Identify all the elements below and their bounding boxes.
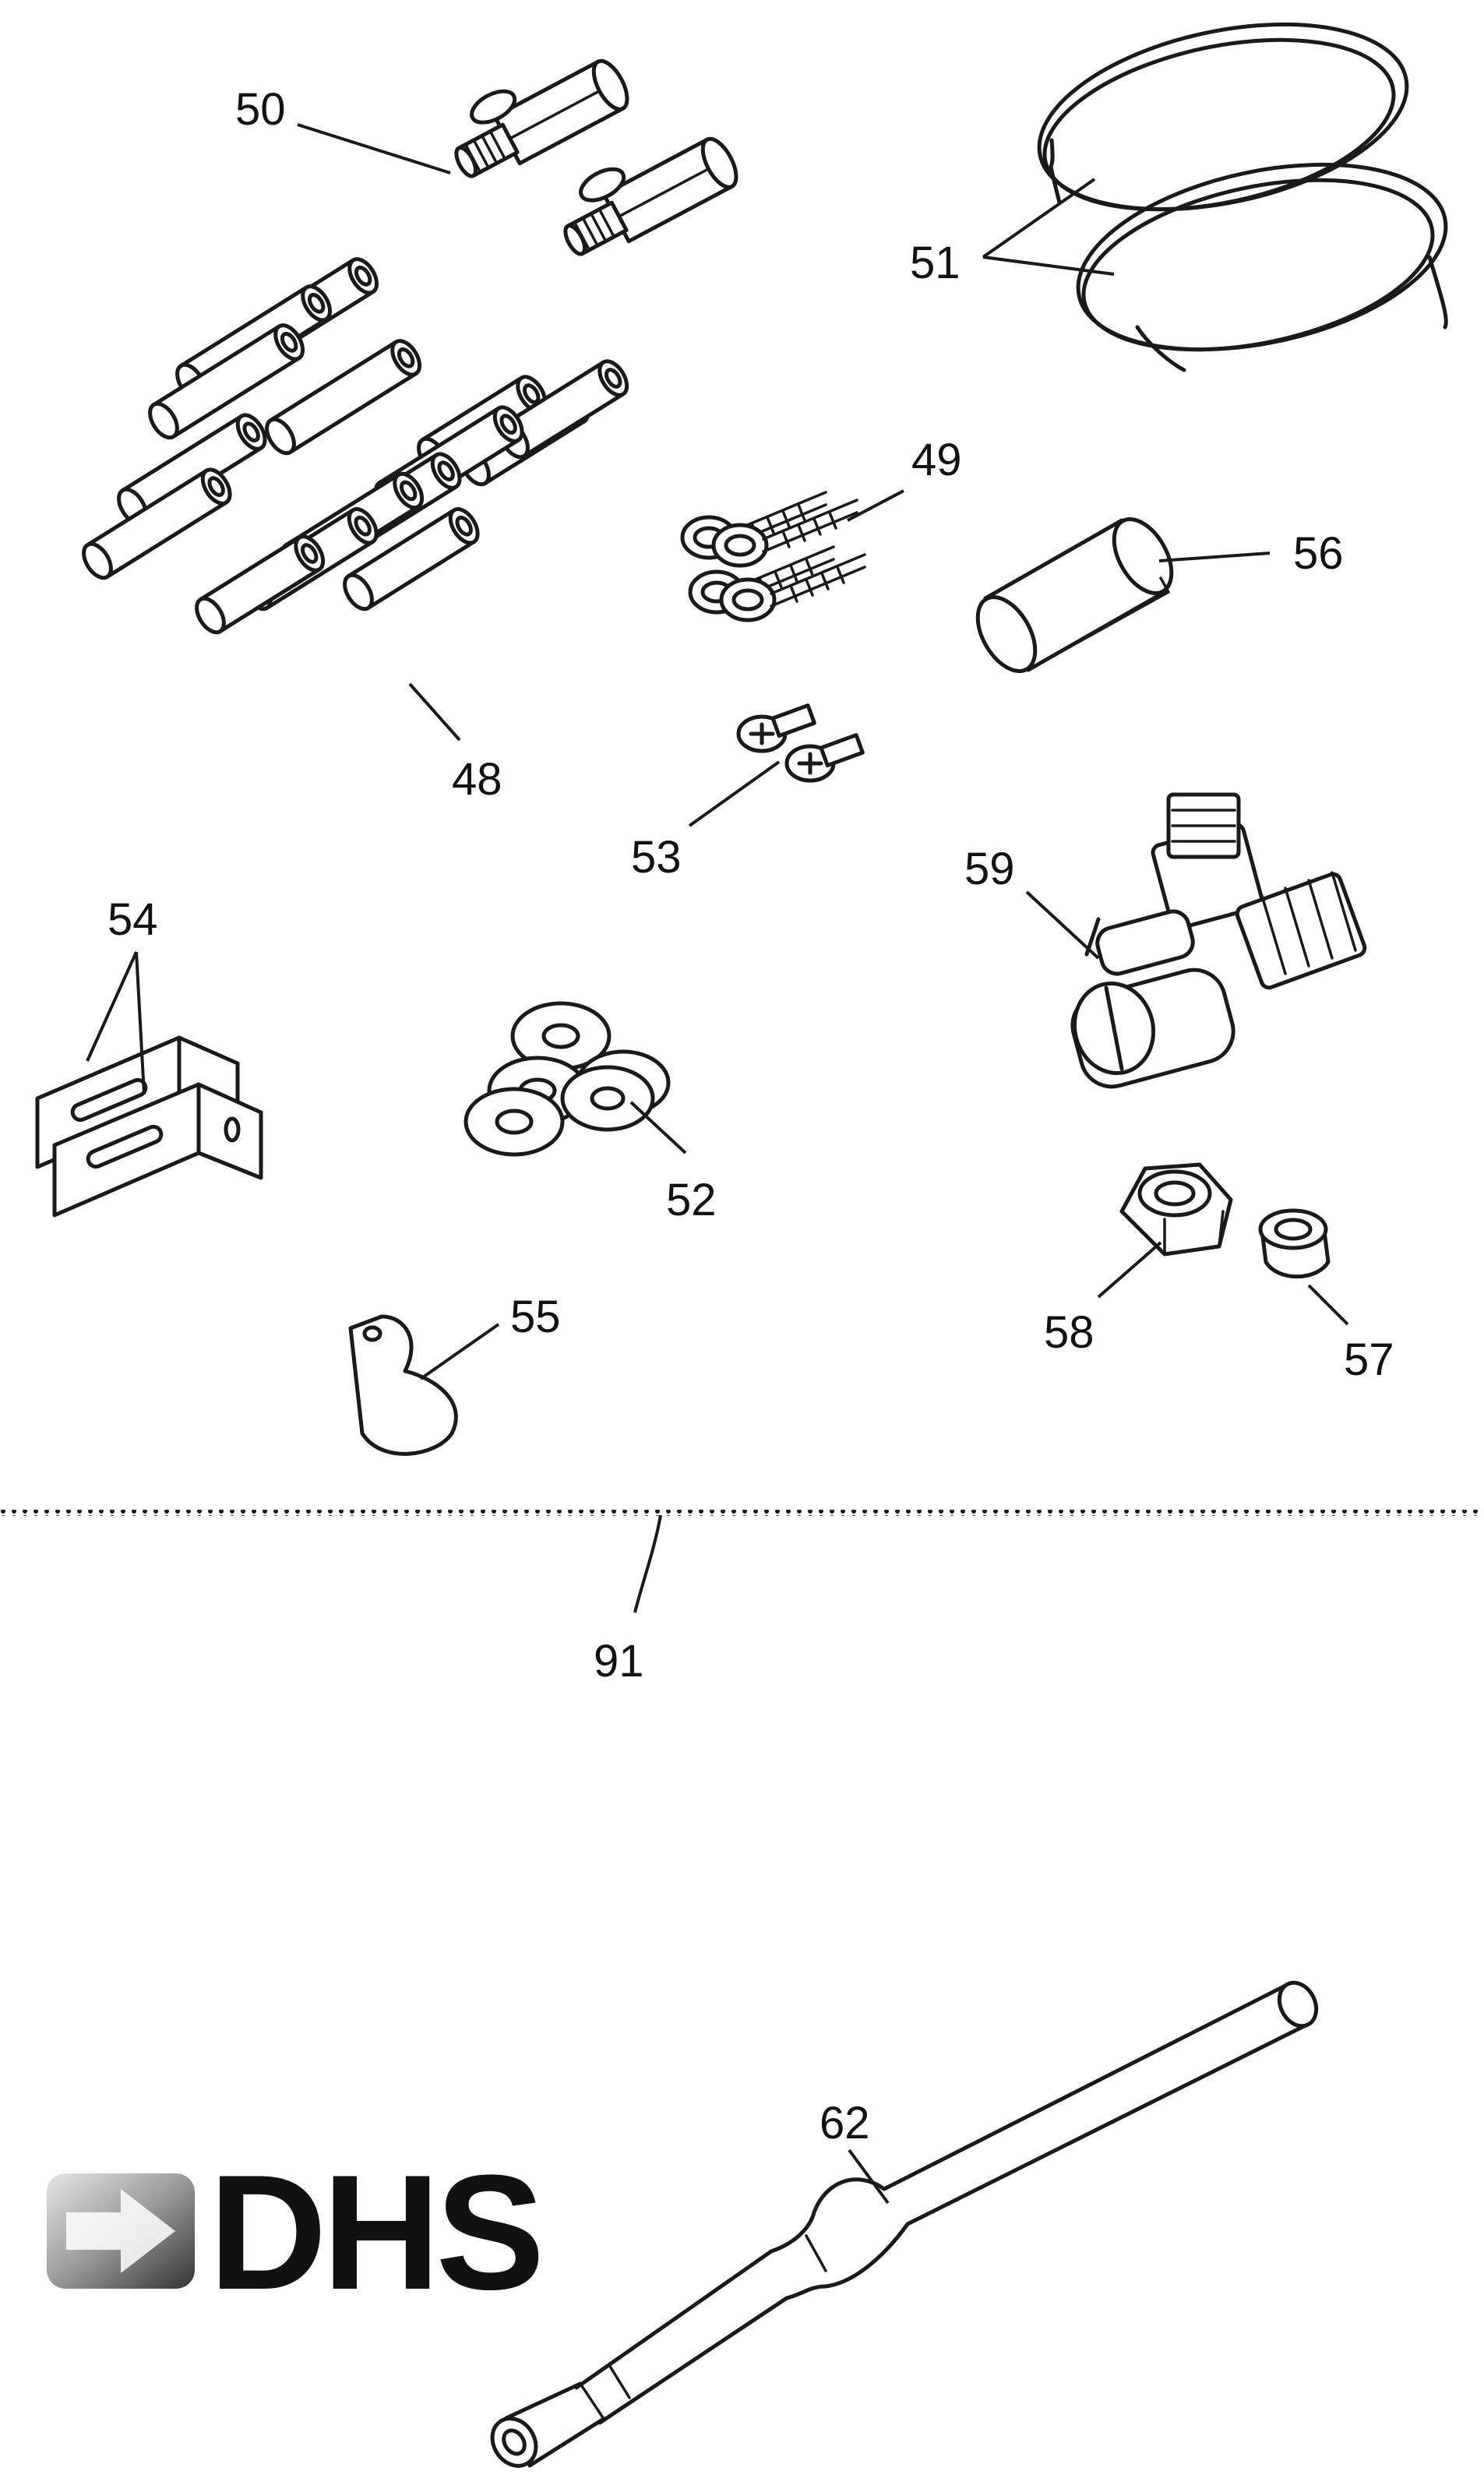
callout-62: 62 xyxy=(820,2098,870,2148)
leader-57 xyxy=(1307,1284,1349,1326)
part-91-dotted-cord xyxy=(0,1510,1484,1516)
leader-62 xyxy=(848,2148,890,2205)
logo-text: DHS xyxy=(209,2141,540,2324)
leader-59 xyxy=(1025,890,1100,960)
callout-51: 51 xyxy=(910,238,961,288)
callout-59: 59 xyxy=(964,844,1015,894)
leader-91 xyxy=(633,1514,662,1613)
leader-56 xyxy=(1158,552,1271,562)
callout-91: 91 xyxy=(594,1636,644,1687)
part-52-washers xyxy=(464,1001,671,1157)
part-48-tubes xyxy=(82,257,629,635)
tube xyxy=(82,467,232,580)
leader-54 xyxy=(86,951,146,1095)
callout-53: 53 xyxy=(631,832,682,883)
leader-58 xyxy=(1097,1241,1162,1299)
callout-50: 50 xyxy=(235,84,286,135)
part-57-ferrule xyxy=(1258,1208,1331,1279)
part-53-screws xyxy=(736,703,865,783)
leader-52 xyxy=(629,1101,687,1154)
callout-55: 55 xyxy=(510,1292,561,1342)
part-59-valve xyxy=(1070,792,1367,1089)
leader-49 xyxy=(847,489,904,522)
tube xyxy=(343,507,480,612)
part-54-brackets xyxy=(35,1035,263,1218)
leader-48 xyxy=(408,682,461,742)
callout-48: 48 xyxy=(452,754,502,805)
leader-50 xyxy=(297,123,451,174)
part-55-clamp xyxy=(348,1314,458,1456)
leader-51 xyxy=(982,178,1115,276)
part-51-coiled-wire xyxy=(1037,22,1448,372)
tube xyxy=(265,339,422,456)
part-62-tube xyxy=(490,1980,1319,2468)
callout-49: 49 xyxy=(911,435,962,485)
dhs-logo: DHS xyxy=(47,2141,545,2324)
callout-58: 58 xyxy=(1044,1307,1094,1358)
callout-54: 54 xyxy=(108,894,158,945)
arrow-icon xyxy=(66,2189,175,2273)
part-49-screw-eyes xyxy=(680,491,866,622)
tube xyxy=(195,534,326,635)
callout-52: 52 xyxy=(666,1175,717,1225)
part-50-standoffs xyxy=(454,58,738,256)
leader-55 xyxy=(419,1323,500,1380)
part-56-sleeve xyxy=(975,517,1174,673)
leader-53 xyxy=(688,760,781,827)
callout-57: 57 xyxy=(1344,1334,1394,1385)
tube xyxy=(148,323,305,440)
part-58-nut xyxy=(1119,1162,1233,1257)
callout-56: 56 xyxy=(1293,528,1344,579)
